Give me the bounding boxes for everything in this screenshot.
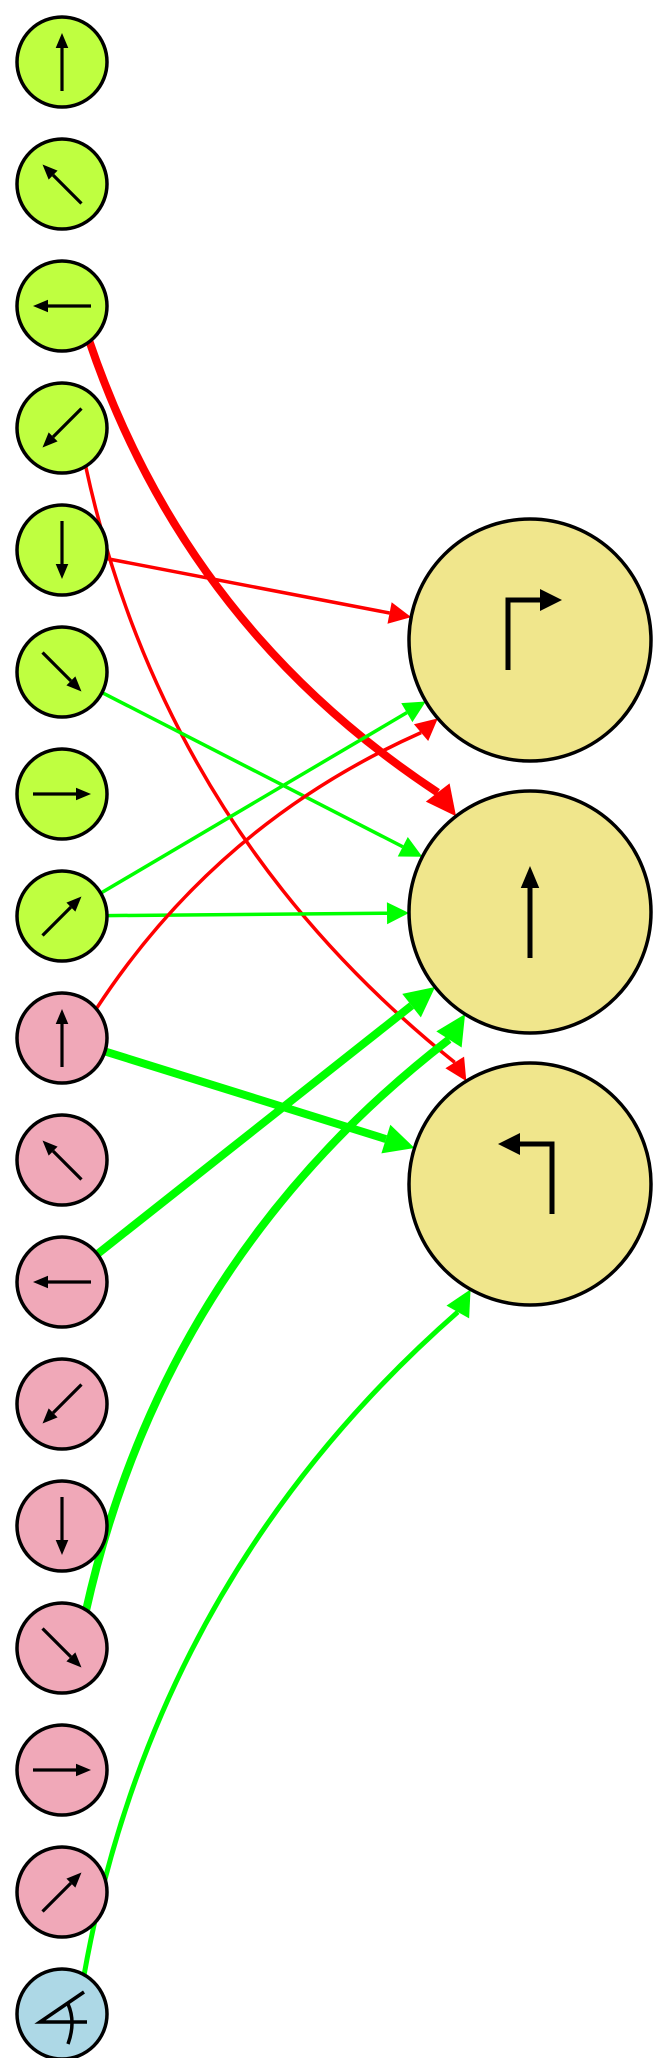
arrow-left-icon xyxy=(33,1275,91,1289)
output-node-circle xyxy=(407,517,653,763)
angle-icon xyxy=(34,1990,87,2045)
edge-a-up-right-to-straight xyxy=(106,902,410,925)
output-node-straight xyxy=(407,789,653,1035)
arrow-down-icon xyxy=(55,521,69,579)
arrow-up-icon xyxy=(520,866,540,958)
edge-line xyxy=(99,711,408,895)
edge-b-down-right-to-straight xyxy=(82,1014,466,1611)
edge-angle-to-turn-left xyxy=(81,1289,471,1976)
arrow-right-icon xyxy=(33,787,91,801)
arrow-down-right-icon xyxy=(41,651,82,692)
edge-line xyxy=(81,1310,460,1976)
edge-a-down-to-turn-right xyxy=(105,556,412,624)
edge-line xyxy=(106,911,388,918)
edge-arrowhead xyxy=(445,1056,467,1082)
input-node-b-up xyxy=(15,991,109,1085)
edge-line xyxy=(101,690,404,849)
output-node-turn-left xyxy=(407,1061,653,1307)
edge-line xyxy=(94,1002,415,1258)
input-node-b-down-right xyxy=(15,1601,109,1695)
input-node-b-left xyxy=(15,1235,109,1329)
arrow-down-right-icon xyxy=(41,1627,82,1668)
input-node-a-up-right xyxy=(15,869,109,963)
arrow-up-left-icon xyxy=(42,164,83,205)
edge-a-left-to-straight xyxy=(85,340,457,817)
arrow-up-icon xyxy=(55,33,69,91)
input-node-b-down xyxy=(15,1479,109,1573)
arrow-down-icon xyxy=(55,1497,69,1555)
edge-arrowhead xyxy=(413,718,438,742)
edge-arrowhead xyxy=(401,701,426,723)
input-node-a-down xyxy=(15,503,109,597)
input-node-a-left xyxy=(15,259,109,353)
input-node-a-up xyxy=(15,15,109,109)
edge-arrowhead xyxy=(436,1014,466,1048)
edge-line xyxy=(103,1047,388,1143)
input-node-a-up-left xyxy=(15,137,109,231)
edge-arrowhead xyxy=(402,987,436,1018)
nodes-layer xyxy=(15,15,653,2058)
edge-line xyxy=(85,340,440,796)
input-node-b-up-right xyxy=(15,1845,109,1939)
edge-arrowhead xyxy=(425,783,457,817)
edge-line xyxy=(83,465,456,1064)
input-node-a-down-left xyxy=(15,381,109,475)
input-node-circle xyxy=(15,1967,109,2058)
arrow-up-left-icon xyxy=(42,1140,83,1181)
arrow-up-right-icon xyxy=(41,1872,82,1913)
input-node-a-down-right xyxy=(15,625,109,719)
turn-left-icon xyxy=(498,1133,555,1214)
edge-a-down-left-to-turn-left xyxy=(83,465,467,1082)
edge-arrowhead xyxy=(387,602,412,624)
edge-arrowhead xyxy=(381,1124,415,1154)
edge-line xyxy=(94,731,422,1010)
edge-line xyxy=(82,1036,452,1611)
edge-a-up-right-to-turn-right xyxy=(99,701,426,895)
edge-line xyxy=(105,556,390,615)
arrow-up-right-icon xyxy=(41,896,82,937)
output-node-turn-right xyxy=(407,517,653,763)
edges-layer xyxy=(81,340,471,1976)
edge-a-down-right-to-straight xyxy=(101,690,423,857)
arrow-down-left-icon xyxy=(42,1383,83,1424)
input-node-b-up-left xyxy=(15,1113,109,1207)
arrow-up-icon xyxy=(55,1009,69,1067)
input-node-b-right xyxy=(15,1723,109,1817)
edge-arrowhead xyxy=(386,902,410,925)
edge-arrowhead xyxy=(397,836,423,857)
input-node-a-right xyxy=(15,747,109,841)
turn-right-icon xyxy=(505,589,562,670)
output-node-circle xyxy=(407,1061,653,1307)
edge-b-up-to-turn-right xyxy=(94,718,438,1010)
input-node-b-down-left xyxy=(15,1357,109,1451)
edge-b-up-to-turn-left xyxy=(103,1047,415,1154)
arrow-right-icon xyxy=(33,1763,91,1777)
edge-b-left-to-straight xyxy=(94,987,436,1258)
input-node-angle xyxy=(15,1967,109,2058)
edge-arrowhead xyxy=(446,1289,471,1319)
arrow-down-left-icon xyxy=(42,407,83,448)
arrow-left-icon xyxy=(33,299,91,313)
